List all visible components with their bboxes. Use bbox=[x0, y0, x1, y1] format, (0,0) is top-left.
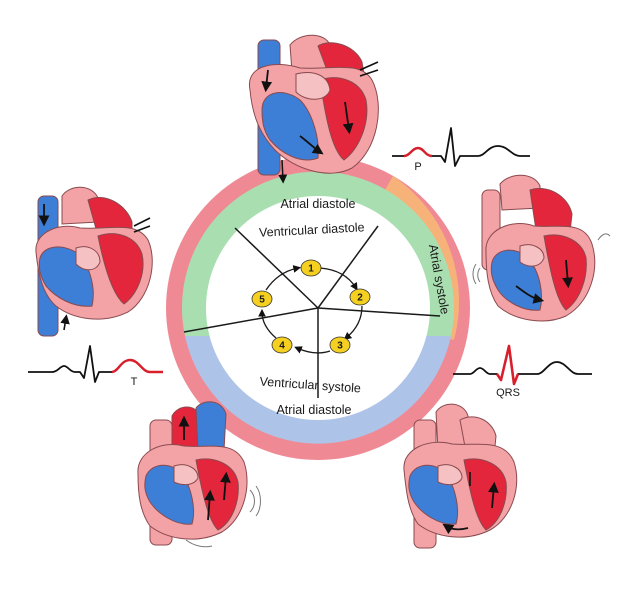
arrow-2-to-3 bbox=[343, 305, 363, 340]
arrow-5-to-1 bbox=[265, 265, 302, 291]
ring-spokes bbox=[183, 225, 441, 398]
spoke-top-right bbox=[317, 225, 379, 309]
spoke-top-left bbox=[234, 227, 319, 309]
step-label-4: 4 bbox=[279, 341, 285, 352]
label-atrial-diastole-bottom: Atrial diastole bbox=[276, 403, 351, 417]
step-marker-3: 3 bbox=[329, 336, 351, 354]
heart-illustration-top bbox=[249, 34, 379, 184]
step-marker-1: 1 bbox=[300, 259, 322, 277]
step-marker-2: 2 bbox=[349, 288, 371, 306]
spoke-right bbox=[317, 307, 441, 317]
label-ventricular-diastole: Ventricular diastole bbox=[259, 220, 365, 240]
arrow-4-to-5 bbox=[258, 308, 277, 339]
ecg-label-t: T bbox=[131, 376, 138, 388]
step-label-2: 2 bbox=[357, 293, 363, 304]
step-marker-5: 5 bbox=[251, 290, 273, 308]
step-label-5: 5 bbox=[259, 295, 265, 306]
cycle-ring: 1 2 3 4 5 Atrial diastole Ventricular di… bbox=[166, 156, 470, 460]
heart-illustration-bottom-left bbox=[137, 401, 261, 548]
heart-illustration-bottom-right bbox=[403, 403, 518, 549]
arrow-3-to-4 bbox=[294, 346, 331, 354]
ecg-trace-p: P bbox=[392, 127, 530, 173]
label-atrial-diastole-top: Atrial diastole bbox=[280, 197, 355, 211]
heart-illustration-right bbox=[472, 174, 611, 322]
step-marker-4: 4 bbox=[271, 336, 293, 354]
ecg-label-p: P bbox=[414, 161, 421, 173]
ecg-trace-qrs: QRS bbox=[453, 344, 592, 399]
step-label-3: 3 bbox=[337, 341, 343, 352]
spoke-left bbox=[183, 307, 319, 333]
cycle-arrows bbox=[258, 265, 363, 354]
ecg-trace-t: T bbox=[28, 345, 163, 388]
step-label-1: 1 bbox=[308, 264, 314, 275]
heart-illustration-left bbox=[35, 186, 153, 337]
ecg-label-qrs: QRS bbox=[496, 387, 520, 399]
arrow-1-to-2 bbox=[319, 267, 358, 291]
